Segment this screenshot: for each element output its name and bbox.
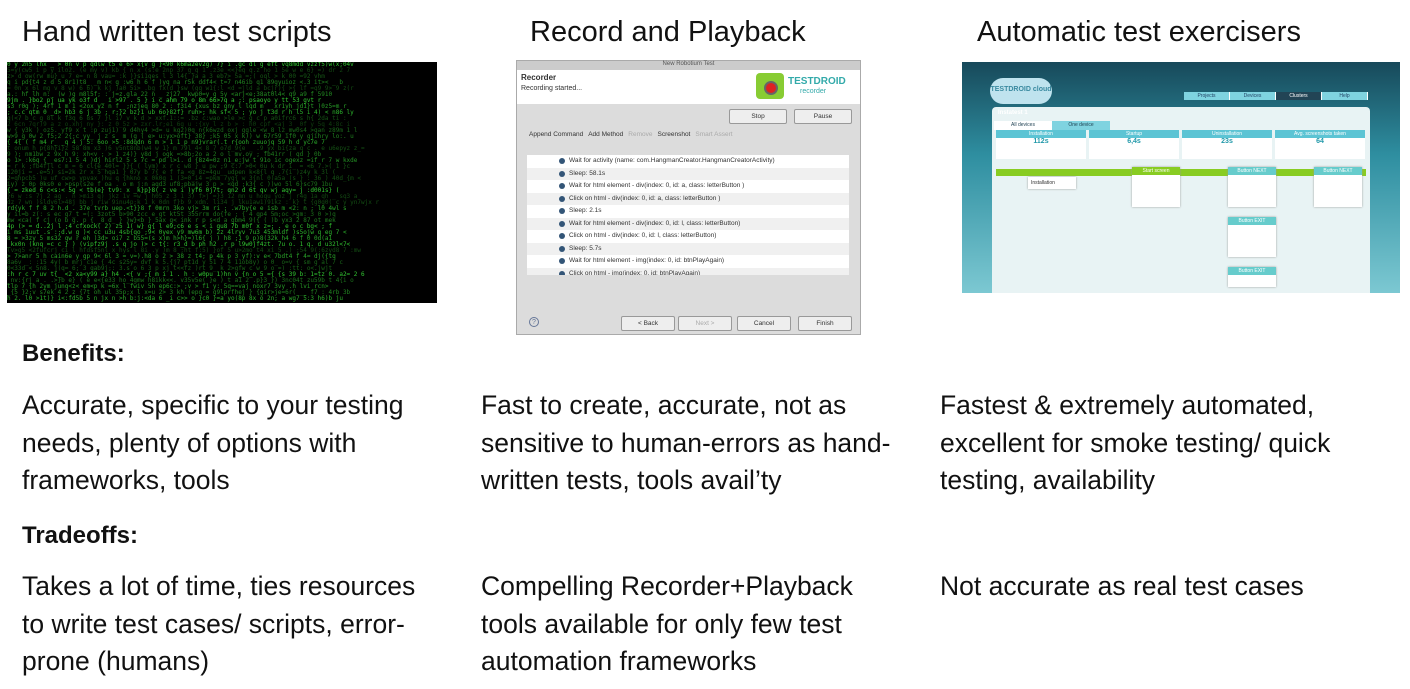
node-button-exit: Button EXIT bbox=[1228, 217, 1276, 257]
node-start-screen: Start screen bbox=[1132, 167, 1180, 207]
tradeoffs-record-playback: Compelling Recorder+Playback tools avail… bbox=[481, 571, 853, 676]
heading-automatic: Automatic test exercisers bbox=[977, 16, 1301, 48]
next-button[interactable]: Next > bbox=[678, 316, 732, 331]
recorder-toolbar: Append Command Add Method Remove Screens… bbox=[529, 131, 733, 138]
tradeoffs-hand-written: Takes a lot of time, ties resources to w… bbox=[22, 571, 416, 676]
step-row[interactable]: Sleep: 58.1s bbox=[527, 167, 849, 180]
nav-projects[interactable]: Projects bbox=[1184, 92, 1230, 100]
benefits-record-playback: Fast to create, accurate, not as sensiti… bbox=[481, 390, 891, 495]
step-row[interactable]: Sleep: 2.1s bbox=[527, 205, 849, 218]
benefits-hand-written: Accurate, specific to your testing needs… bbox=[22, 390, 404, 495]
flow-bar bbox=[996, 169, 1366, 176]
steps-list: Wait for activity (name: com.HangmanCrea… bbox=[527, 155, 849, 275]
step-row[interactable]: Click on html - div(index: 0, id: a, cla… bbox=[527, 192, 849, 205]
benefits-label: Benefits: bbox=[22, 340, 125, 367]
tab-one-device[interactable]: One device bbox=[1052, 121, 1110, 130]
node-button-next-2: Button NEXT bbox=[1314, 167, 1362, 207]
step-row[interactable]: Wait for html element - img(index: 0, id… bbox=[527, 255, 849, 268]
tab-all-devices[interactable]: All devices bbox=[994, 121, 1052, 130]
nav-devices[interactable]: Devices bbox=[1230, 92, 1276, 100]
help-icon[interactable]: ? bbox=[529, 317, 539, 327]
back-button[interactable]: < Back bbox=[621, 316, 675, 331]
recorder-screenshot: New Robotium Test Recorder Recording sta… bbox=[516, 60, 861, 335]
recorder-title: Recorder bbox=[521, 73, 557, 82]
testdroid-cloud-screenshot: TESTDROID cloud Projects Devices Cluster… bbox=[962, 62, 1400, 293]
node-installation[interactable]: Installation bbox=[1028, 177, 1076, 189]
matrix-code-image: 0 y 2n5 lhx _ > 0n v p qdlw t5 e 6> x{v … bbox=[7, 62, 437, 303]
remove-button[interactable]: Remove bbox=[628, 131, 653, 138]
window-title: New Robotium Test bbox=[517, 61, 860, 70]
cancel-button[interactable]: Cancel bbox=[737, 316, 791, 331]
nav-clusters[interactable]: Clusters bbox=[1276, 92, 1322, 100]
top-nav: Projects Devices Clusters Help bbox=[1184, 92, 1368, 100]
finish-button[interactable]: Finish bbox=[798, 316, 852, 331]
step-row[interactable]: Click on html - img(index: 0, id: btnPla… bbox=[527, 267, 849, 275]
heading-hand-written: Hand written test scripts bbox=[22, 16, 332, 48]
node-button-next: Button NEXT bbox=[1228, 167, 1276, 207]
append-command-button[interactable]: Append Command bbox=[529, 131, 584, 138]
add-method-button[interactable]: Add Method bbox=[588, 131, 624, 138]
heading-record-playback: Record and Playback bbox=[530, 16, 806, 48]
step-row[interactable]: Wait for activity (name: com.HangmanCrea… bbox=[527, 155, 849, 168]
tradeoffs-label: Tradeoffs: bbox=[22, 522, 139, 549]
screenshot-button[interactable]: Screenshot bbox=[657, 131, 691, 138]
recording-status: Recording started... bbox=[521, 85, 583, 92]
step-row[interactable]: Click on html - div(index: 0, id: l, cla… bbox=[527, 230, 849, 243]
nav-help[interactable]: Help bbox=[1322, 92, 1368, 100]
testdroid-cloud-logo: TESTDROID cloud bbox=[990, 78, 1052, 104]
project-title: Instatest 1 bbox=[998, 110, 1028, 116]
step-row[interactable]: Wait for html element - div(index: 0, id… bbox=[527, 217, 849, 230]
step-row[interactable]: Wait for html element - div(index: 0, id… bbox=[527, 180, 849, 193]
node-button-exit-2: Button EXIT bbox=[1228, 267, 1276, 287]
step-row[interactable]: Sleep: 5.7s bbox=[527, 242, 849, 255]
smart-assert-button[interactable]: Smart Assert bbox=[695, 131, 733, 138]
tradeoffs-automatic: Not accurate as real test cases bbox=[940, 571, 1304, 601]
pause-button[interactable]: Pause bbox=[794, 109, 852, 124]
benefits-automatic: Fastest & extremely automated, excellent… bbox=[940, 390, 1331, 495]
stop-button[interactable]: Stop bbox=[729, 109, 787, 124]
